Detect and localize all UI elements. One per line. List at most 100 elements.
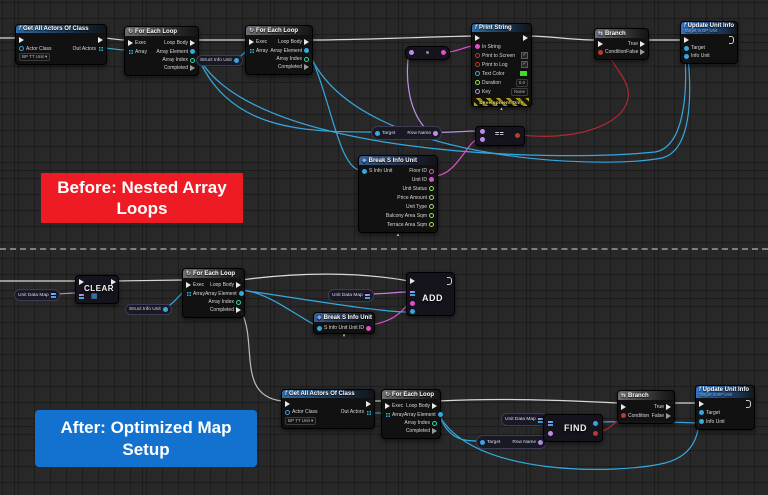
value-pin[interactable] xyxy=(410,309,415,314)
condition-pin[interactable] xyxy=(621,413,626,418)
false-pin[interactable] xyxy=(640,49,646,55)
print-to-screen-checkbox[interactable]: ✓ xyxy=(521,52,528,59)
array-index-pin[interactable] xyxy=(432,420,437,426)
print-string-node[interactable]: f Print String In String Print to Screen… xyxy=(471,23,532,112)
equal-input-a-pin[interactable] xyxy=(480,129,485,134)
exec-in-pin[interactable] xyxy=(385,402,390,409)
row-name-pin[interactable] xyxy=(538,439,544,445)
map-find-node[interactable]: FIND xyxy=(543,414,603,442)
map-add-node[interactable]: ADD xyxy=(406,272,455,316)
break-info-unit-node-1[interactable]: ◆ Break S Info Unit S Info Unit Floor ID… xyxy=(358,155,438,238)
map-pin[interactable] xyxy=(548,420,553,426)
branch-node-1[interactable]: ⇆ Branch True Condition False xyxy=(594,28,649,60)
actor-class-pin[interactable] xyxy=(285,409,290,415)
struct-output-pin[interactable] xyxy=(233,58,239,63)
branch-node-2[interactable]: ⇆ Branch True Condition False xyxy=(617,390,675,424)
for-each-loop-node-1[interactable]: ↻ For Each Loop Exec Loop Body Array Arr… xyxy=(124,26,199,76)
terrace-area-pin[interactable] xyxy=(429,222,434,227)
unit-data-map-capsule-3[interactable]: Unit Data Map xyxy=(501,413,547,426)
exec-in-pin[interactable] xyxy=(410,278,415,284)
break-info-unit-node-2[interactable]: ◆ Break S Info Unit S Info Unit Unit ID … xyxy=(313,312,375,339)
actor-class-dropdown[interactable]: BP TT Unit ▾ xyxy=(19,53,51,61)
target-pin[interactable] xyxy=(480,439,485,445)
row-name-pin[interactable] xyxy=(433,130,439,136)
row-name-node-2[interactable]: Target Row Name xyxy=(476,435,548,449)
map-clear-node[interactable]: CLEAR ▦ xyxy=(75,275,119,304)
exec-in-pin[interactable] xyxy=(249,38,254,45)
completed-pin[interactable] xyxy=(190,65,195,71)
exec-out-pin[interactable] xyxy=(729,36,734,44)
target-pin[interactable] xyxy=(375,130,380,136)
array-pin[interactable] xyxy=(385,412,390,417)
found-out-pin[interactable] xyxy=(593,431,598,436)
exec-in-pin[interactable] xyxy=(186,281,191,288)
out-actors-array-pin[interactable] xyxy=(98,46,103,51)
print-to-log-checkbox[interactable]: ✓ xyxy=(521,61,528,68)
condition-pin[interactable] xyxy=(598,49,603,55)
exec-in-pin[interactable] xyxy=(621,403,626,410)
price-amount-pin[interactable] xyxy=(429,195,434,200)
exec-in-pin[interactable] xyxy=(475,35,480,41)
array-element-pin[interactable] xyxy=(304,48,309,53)
key-pin[interactable] xyxy=(410,301,415,306)
array-pin[interactable] xyxy=(186,291,191,296)
loop-body-pin[interactable] xyxy=(304,38,309,45)
exec-out-pin[interactable] xyxy=(366,401,371,407)
after-section-label[interactable]: After: Optimized Map Setup xyxy=(35,410,257,467)
equal-result-pin[interactable] xyxy=(515,133,520,138)
in-string-pin[interactable] xyxy=(475,44,480,49)
unit-id-pin[interactable] xyxy=(429,177,434,182)
for-each-loop-node-4[interactable]: ↻ For Each Loop Exec Loop Body Array Arr… xyxy=(381,389,443,439)
row-name-node-1[interactable]: Target Row Name xyxy=(371,126,443,140)
collapse-caret-icon[interactable]: ▴ xyxy=(396,232,400,238)
exec-out-pin[interactable] xyxy=(523,35,528,41)
info-unit-pin[interactable] xyxy=(699,419,704,424)
map-pin[interactable] xyxy=(410,290,415,296)
exec-in-pin[interactable] xyxy=(128,39,133,46)
loop-body-pin[interactable] xyxy=(236,281,241,288)
get-all-actors-node-2[interactable]: f Get All Actors Of Class Actor Class Ou… xyxy=(281,389,375,429)
equal-input-b-pin[interactable] xyxy=(480,137,485,142)
map-output-pin[interactable] xyxy=(364,292,370,299)
unit-data-map-capsule-1[interactable]: Unit Data Map xyxy=(14,289,60,301)
exec-in-pin[interactable] xyxy=(285,401,290,407)
true-pin[interactable] xyxy=(666,403,671,410)
balcony-area-pin[interactable] xyxy=(429,213,434,218)
update-unit-info-node-1[interactable]: f Update Unit Info Target is BP Unit Tar… xyxy=(680,21,738,64)
s-info-unit-pin[interactable] xyxy=(362,168,367,174)
struct-info-unit-capsule-1[interactable]: Struct Info Unit xyxy=(196,55,243,66)
struct-info-unit-capsule-2[interactable]: Struct Info Unit xyxy=(125,304,172,315)
false-pin[interactable] xyxy=(666,412,671,419)
map-pin[interactable] xyxy=(79,293,84,299)
key-value-field[interactable]: None xyxy=(511,87,528,96)
text-color-swatch[interactable] xyxy=(519,70,528,77)
target-pin[interactable] xyxy=(684,45,689,51)
true-pin[interactable] xyxy=(640,41,645,47)
exec-in-pin[interactable] xyxy=(598,41,603,47)
unit-data-map-capsule-2[interactable]: Unit Data Map xyxy=(328,289,374,302)
name-to-string-conversion-node[interactable] xyxy=(405,46,450,60)
completed-pin[interactable] xyxy=(236,307,241,313)
unit-id-pin[interactable] xyxy=(366,325,371,331)
array-element-pin[interactable] xyxy=(437,412,443,417)
for-each-loop-node-2[interactable]: ↻ For Each Loop Exec Loop Body Array Arr… xyxy=(245,25,313,75)
array-pin[interactable] xyxy=(249,48,254,53)
key-pin[interactable] xyxy=(475,89,480,94)
print-to-screen-pin[interactable] xyxy=(475,53,480,58)
floor-id-pin[interactable] xyxy=(429,168,434,174)
array-element-pin[interactable] xyxy=(238,291,244,296)
exec-out-pin[interactable] xyxy=(447,277,452,285)
key-pin[interactable] xyxy=(548,431,553,436)
target-pin[interactable] xyxy=(699,410,704,415)
exec-in-pin[interactable] xyxy=(19,36,24,43)
exec-out-pin[interactable] xyxy=(111,279,116,285)
conversion-output-pin[interactable] xyxy=(441,50,446,55)
array-pin[interactable] xyxy=(128,49,133,54)
loop-body-pin[interactable] xyxy=(190,39,195,46)
print-to-log-pin[interactable] xyxy=(475,62,480,67)
exec-in-pin[interactable] xyxy=(79,279,84,285)
collapse-caret-icon[interactable]: ▴ xyxy=(500,106,503,112)
map-output-pin[interactable] xyxy=(537,416,543,423)
actor-class-dropdown[interactable]: BP TT Unit ▾ xyxy=(285,416,317,425)
